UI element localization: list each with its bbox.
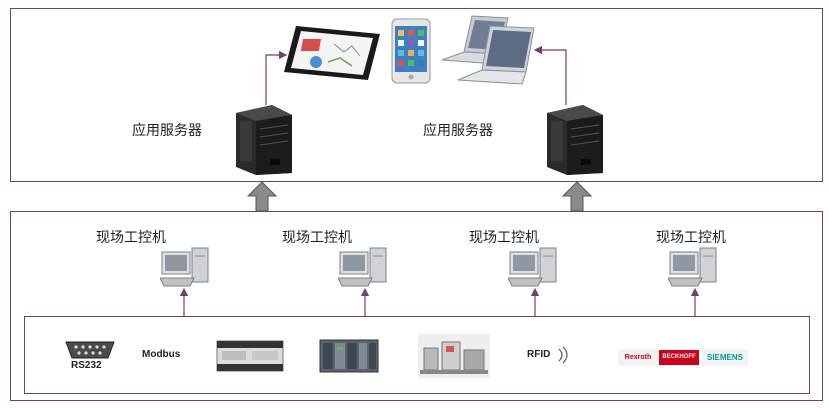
rs232-connector-icon [65, 341, 115, 359]
beckhoff-logo: BECKHOFF [659, 350, 699, 365]
industrial-pc-icon-4 [668, 247, 717, 287]
uplink-arrow-left [246, 181, 278, 212]
tablet-icon [284, 26, 380, 80]
rfid-waves-icon [558, 346, 568, 364]
server-label-left: 应用服务器 [132, 123, 202, 139]
plc-controller-icon [216, 340, 284, 372]
rexroth-logo: Rexroth [618, 349, 658, 366]
siemens-logo: SIEMENS [702, 349, 748, 366]
server-right-to-laptop-link [533, 45, 567, 105]
industrial-pc-icon-3 [508, 247, 557, 287]
server-label-right: 应用服务器 [423, 123, 493, 139]
server-left-to-tablet-link [265, 50, 288, 105]
industrial-pc-icon-1 [160, 247, 209, 287]
uplink-arrow-right [561, 181, 593, 212]
plc-module-rack-icon [319, 339, 379, 373]
field-pc-label-2: 现场工控机 [282, 230, 352, 246]
production-line-icon [418, 334, 490, 378]
rfid-label: RFID [527, 349, 551, 360]
smartphone-icon [391, 18, 431, 84]
server-tower-icon-left [236, 105, 292, 175]
field-pc-label-4: 现场工控机 [656, 230, 726, 246]
rs232-label: RS232 [71, 360, 102, 371]
industrial-pc-icon-2 [338, 247, 387, 287]
server-tower-icon-right [547, 105, 603, 175]
laptop-icon [441, 15, 535, 85]
modbus-label: Modbus [142, 349, 181, 360]
field-pc-label-1: 现场工控机 [96, 230, 166, 246]
field-pc-label-3: 现场工控机 [469, 230, 539, 246]
